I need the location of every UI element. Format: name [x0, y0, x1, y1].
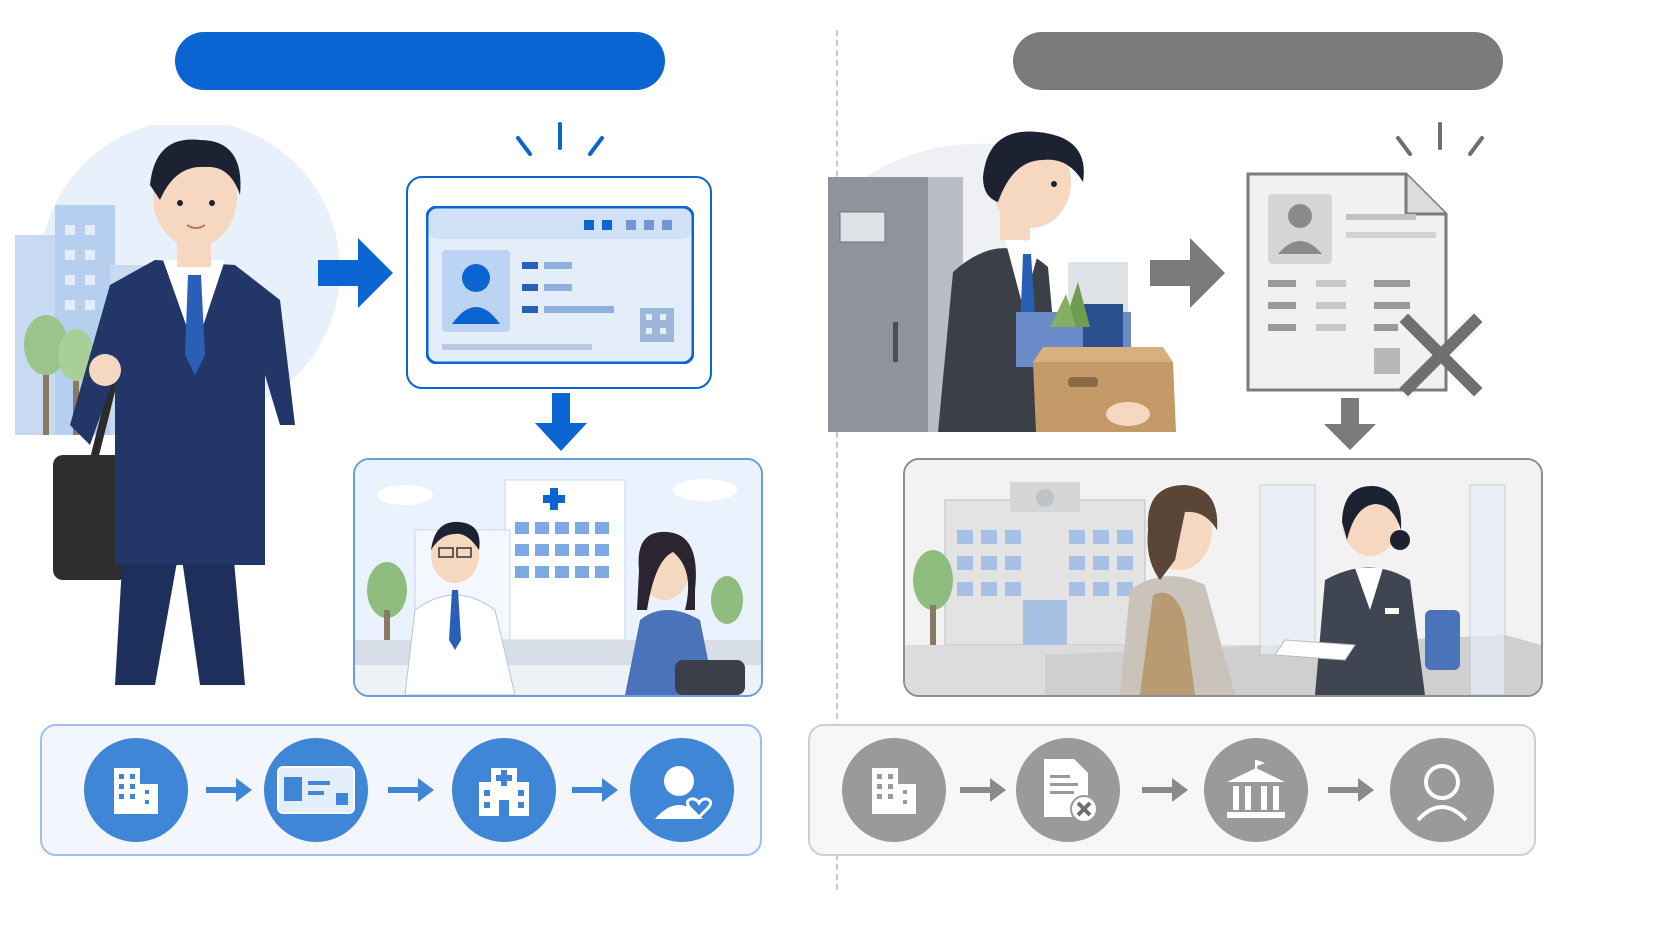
flow-arrow-icon — [960, 778, 1006, 802]
id-card-icon — [264, 738, 368, 842]
right-flow-panel — [808, 724, 1536, 856]
center-divider — [836, 30, 838, 890]
arrow-right-icon — [1150, 238, 1225, 308]
left-flow-panel — [40, 724, 762, 856]
flow-arrow-icon — [1142, 778, 1188, 802]
document-cancel-icon — [1016, 738, 1120, 842]
office-building-icon — [84, 738, 188, 842]
flow-arrow-icon — [206, 778, 252, 802]
leaving-employee-illustration — [828, 122, 1178, 432]
sparkle-lines-icon — [1390, 120, 1490, 160]
office-building-icon — [842, 738, 946, 842]
person-icon — [1390, 738, 1494, 842]
employee-illustration — [15, 125, 345, 735]
flow-arrow-icon — [388, 778, 434, 802]
right-header-pill — [1013, 32, 1503, 90]
city-office-scene-panel — [903, 458, 1543, 697]
flow-arrow-icon — [572, 778, 618, 802]
family-heart-icon — [630, 738, 734, 842]
flow-arrow-icon — [1328, 778, 1374, 802]
arrow-down-icon — [535, 393, 587, 451]
left-header-pill — [175, 32, 665, 90]
arrow-down-icon — [1324, 398, 1376, 450]
arrow-right-icon — [318, 238, 393, 308]
city-hall-icon — [1204, 738, 1308, 842]
id-card-frame — [406, 176, 712, 389]
sparkle-lines-icon — [510, 120, 610, 160]
id-card — [426, 206, 694, 364]
cancelled-document-icon — [1246, 172, 1486, 402]
hospital-scene-panel — [353, 458, 763, 697]
hospital-icon — [452, 738, 556, 842]
